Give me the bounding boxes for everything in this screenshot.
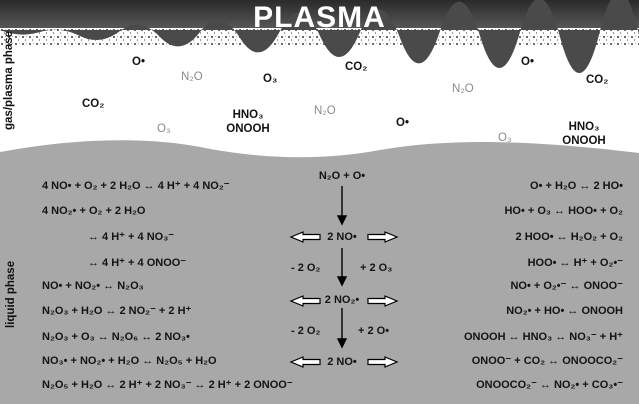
left-reaction: N₂O₅ + H₂O ↔ 2 H⁺ + 2 NO₃⁻ ↔ 2 H⁺ + 2 ON… <box>42 379 293 391</box>
center-step-2-gain: + 2 O• <box>358 325 390 337</box>
plasma-title: PLASMA <box>253 1 386 34</box>
right-reaction: ONOOH ↔ HNO₃ ↔ NO₃⁻ + H⁺ <box>464 331 623 343</box>
center-step-1: 2 NO• <box>327 231 357 243</box>
right-reaction: O• + H₂O ↔ 2 HO• <box>530 180 623 192</box>
left-reaction: N₂O₃ + O₃ ↔ N₂O₆ ↔ 2 NO₃• <box>42 331 190 343</box>
center-step-1-gain: + 2 O₃ <box>360 262 393 274</box>
center-step-2-loss: - 2 O₂ <box>291 325 321 337</box>
left-reaction: NO₃• + NO₂• + H₂O ↔ N₂O₅ + H₂O <box>42 355 217 367</box>
center-step-1-loss: - 2 O₂ <box>291 262 321 274</box>
right-reaction: ONOO⁻ + CO₂ ↔ ONOOCO₂⁻ <box>471 355 623 367</box>
gas-species: O₃ <box>263 73 278 85</box>
center-step-3: 2 NO• <box>327 356 357 368</box>
liquid-phase-label: liquid phase <box>5 260 17 328</box>
center-top-reaction: N₂O + O• <box>318 170 366 182</box>
gas-species: CO₂ <box>345 61 368 73</box>
gas-species: O₃ <box>498 132 512 144</box>
center-down-arrows <box>336 186 348 349</box>
right-reaction: 2 HOO• ↔ H₂O₂ + O₂ <box>515 231 623 243</box>
center-step-2: 2 NO₂• <box>324 294 360 306</box>
left-reaction: 4 NO₂• + O₂ + 2 H₂O <box>42 205 146 217</box>
liquid-region <box>0 140 639 404</box>
right-reaction: HO• + O₃ ↔ HOO• + O₂ <box>504 205 623 217</box>
gas-species: CO₂ <box>82 98 105 110</box>
gas-species: O• <box>132 56 145 68</box>
gas-species: CO₂ <box>586 74 609 86</box>
side-arrows <box>289 231 399 368</box>
left-reaction: 4 NO• + O₂ + 2 H₂O ↔ 4 H⁺ + 4 NO₂⁻ <box>42 180 230 192</box>
right-reaction: ONOOCO₂⁻ ↔ NO₂• + CO₃•⁻ <box>476 379 623 391</box>
left-reaction: NO• + NO₂• ↔ N₂O₃ <box>42 280 144 292</box>
gas-phase-label: gas/plasma phase <box>3 30 15 130</box>
gas-species: HNO₃ ONOOH <box>562 121 606 147</box>
gas-species: N₂O <box>314 105 336 117</box>
gas-species: N₂O <box>181 71 203 83</box>
gas-species: N₂O <box>452 83 474 95</box>
plasma-edge <box>0 0 639 73</box>
gas-species: O• <box>521 56 534 68</box>
right-reaction: NO₂• + HO• ↔ ONOOH <box>506 305 623 317</box>
left-reaction: N₂O₃ + H₂O ↔ 2 NO₂⁻ + 2 H⁺ <box>42 305 192 317</box>
left-reaction: ↔ 4 H⁺ + 4 ONOO⁻ <box>88 257 187 269</box>
left-reaction: ↔ 4 H⁺ + 4 NO₃⁻ <box>88 231 175 243</box>
right-reaction: NO• + O₂•⁻ ↔ ONOO⁻ <box>510 280 623 292</box>
gas-species: O• <box>396 117 409 129</box>
gas-species: O₃ <box>157 123 171 135</box>
gas-species: HNO₃ ONOOH <box>226 109 270 135</box>
right-reaction: HOO• ↔ H⁺ + O₂•⁻ <box>527 257 623 269</box>
